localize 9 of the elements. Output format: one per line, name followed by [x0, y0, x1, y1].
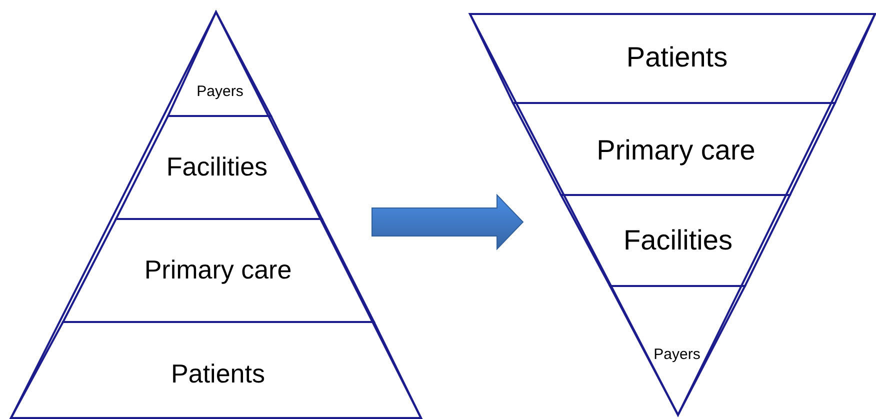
- band-label: Facilities: [166, 152, 268, 182]
- band-label: Payers: [196, 84, 244, 100]
- band-label: Patients: [626, 42, 728, 74]
- band-label: Patients: [171, 360, 265, 388]
- band-label: Primary care: [144, 256, 292, 284]
- band-label: Payers: [654, 346, 700, 364]
- band-label: Facilities: [624, 226, 732, 256]
- band-label: Primary care: [596, 136, 756, 166]
- block-arrow: [372, 194, 524, 250]
